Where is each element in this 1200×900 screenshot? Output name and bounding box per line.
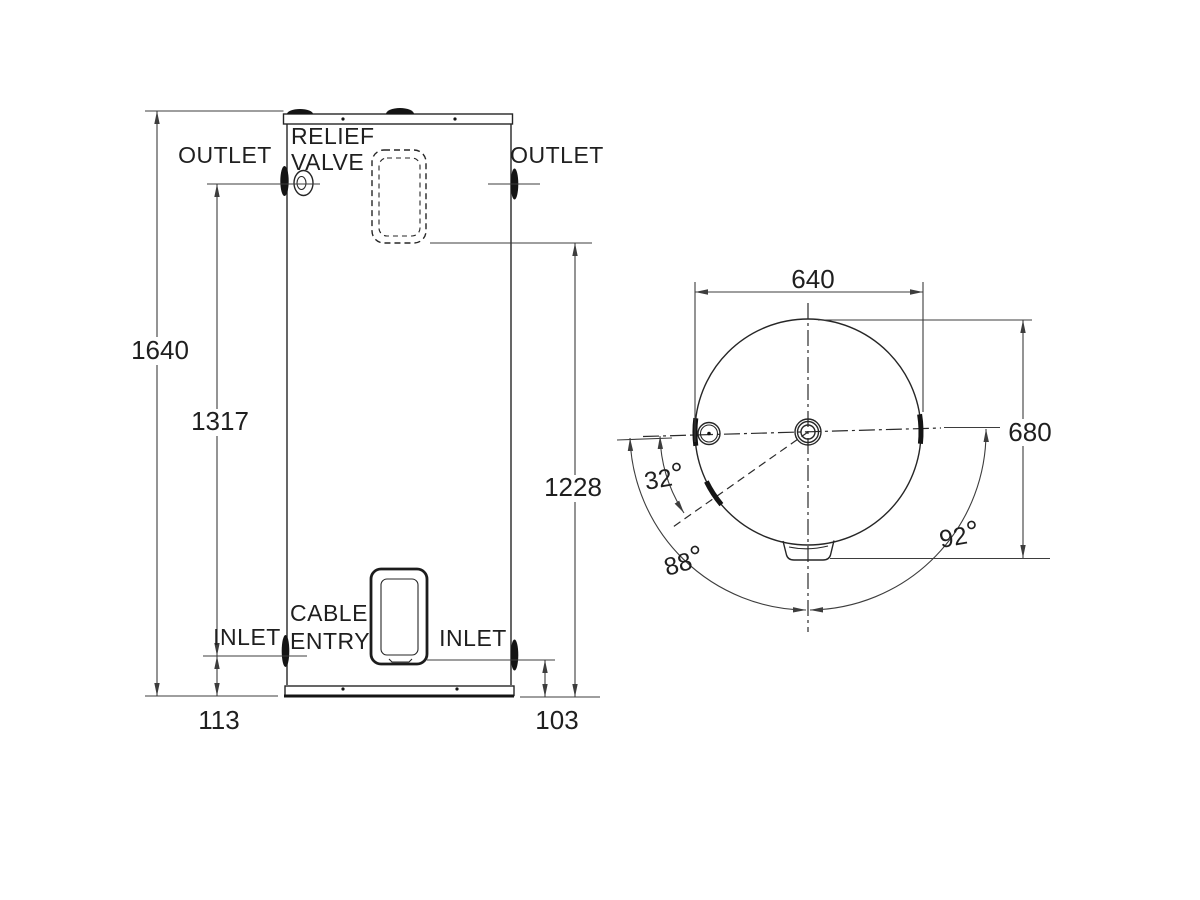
relief-valve-fitting bbox=[280, 166, 314, 197]
angle-32-diagonal-line bbox=[672, 431, 809, 528]
horizontal-centerline bbox=[642, 427, 942, 438]
front-dimension-lines bbox=[145, 110, 600, 698]
flange-tick-diagonal bbox=[704, 480, 724, 507]
inlet-fitting-right bbox=[510, 639, 519, 671]
relief-valve-access-panel bbox=[371, 149, 427, 244]
cable-cover-outer bbox=[369, 567, 429, 666]
cable-cover-inner bbox=[380, 578, 419, 656]
dim-text-mask bbox=[133, 337, 187, 365]
cable-entry-label-line1: CABLE bbox=[290, 600, 368, 626]
angle-arc-88 bbox=[627, 437, 807, 613]
cable-entry-label-line2: ENTRY bbox=[290, 628, 370, 654]
top-band-rivet bbox=[341, 117, 345, 121]
front-view: OUTLET OUTLET RELIEF VALVE CABLE ENTRY I… bbox=[131, 108, 604, 735]
dim-text-mask bbox=[192, 409, 248, 436]
dim-text-mask bbox=[1002, 419, 1058, 446]
top-band-rivet bbox=[453, 117, 457, 121]
inlet-left-label: INLET bbox=[213, 624, 281, 650]
outlet-right-label: OUTLET bbox=[510, 142, 604, 168]
dim-outlet-height: 1317 bbox=[191, 406, 249, 436]
base-band-rivet bbox=[341, 687, 345, 691]
tank-base-band bbox=[284, 685, 515, 697]
dim-plan-depth: 680 bbox=[1008, 417, 1051, 447]
outlet-left-label: OUTLET bbox=[178, 142, 272, 168]
cable-entry-cover bbox=[369, 567, 429, 666]
angle-92-label: 92° bbox=[936, 513, 982, 554]
relief-valve-ring-inner bbox=[296, 175, 307, 191]
dim-inlet-right-height: 103 bbox=[535, 705, 578, 735]
cable-cover-notch bbox=[388, 658, 413, 663]
angle-32-label: 32° bbox=[641, 455, 687, 496]
dim-inlet-left-height: 113 bbox=[198, 705, 239, 735]
relief-valve-plan-dot bbox=[707, 431, 711, 436]
access-panel-outer bbox=[371, 149, 427, 244]
tank-outline bbox=[282, 108, 515, 698]
access-panel-inner bbox=[378, 157, 421, 237]
dim-text-mask bbox=[545, 475, 601, 502]
tank-top-lug-right bbox=[386, 108, 414, 114]
tank-side-walls bbox=[286, 124, 512, 685]
relief-valve-ring-outer bbox=[293, 169, 314, 197]
angle-88-label: 88° bbox=[659, 538, 707, 583]
inlet-right-label: INLET bbox=[439, 625, 507, 651]
inlet-fitting-left bbox=[281, 635, 290, 667]
relief-valve-label-line2: VALVE bbox=[291, 149, 364, 175]
plan-view: 640 680 32° 88° 92° bbox=[616, 264, 1058, 632]
angle-arc-92 bbox=[809, 428, 989, 613]
dim-overall-height: 1640 bbox=[131, 335, 189, 365]
outlet-fitting-left bbox=[280, 166, 289, 196]
tank-top-lug-left bbox=[287, 109, 313, 114]
angle-ext-line-left bbox=[616, 437, 673, 441]
relief-valve-label-line1: RELIEF bbox=[291, 123, 375, 149]
dim-plan-width: 640 bbox=[791, 264, 834, 294]
flange-tick-right bbox=[917, 413, 924, 445]
dim-relief-panel-height: 1228 bbox=[544, 472, 602, 502]
base-band-rivet bbox=[455, 687, 459, 691]
